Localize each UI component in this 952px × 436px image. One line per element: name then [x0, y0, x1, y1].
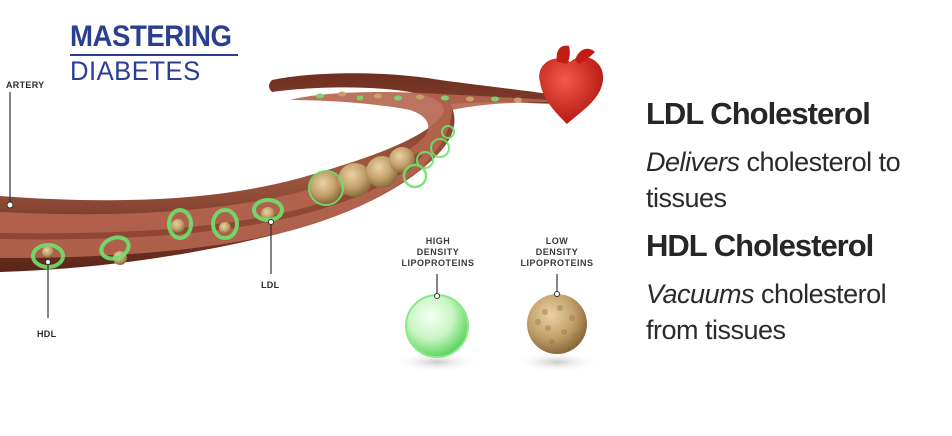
small-particles: [316, 91, 522, 103]
logo-rule: [70, 54, 238, 56]
hdl-sample-label: HIGH DENSITY LIPOPROTEINS: [393, 236, 483, 269]
heart-vessel-2: [575, 48, 595, 64]
ldl-sphere-texture: [535, 305, 578, 345]
ldl-sample-label-line-1: LOW: [545, 236, 569, 246]
hdl-sphere: [405, 294, 469, 358]
logo-line-1: MASTERING: [70, 20, 232, 53]
hdl-description-line-1-rest: cholesterol: [754, 279, 887, 309]
artery-lumen: [0, 92, 548, 258]
hdl-sample-label-line-1: HIGH: [425, 236, 451, 246]
hdl-heading: HDL Cholesterol: [646, 228, 874, 263]
ldl-label: LDL: [261, 280, 280, 290]
hdl-pointer-dot: [45, 259, 51, 265]
hdl-description: Vacuums cholesterol from tissues: [646, 276, 887, 348]
ldl-description-emphasis: Delivers: [646, 147, 740, 177]
artery-pointer-dot: [6, 201, 14, 209]
heart-body: [539, 56, 604, 124]
artery-label: ARTERY: [6, 80, 45, 90]
ldl-description-line-1-rest: cholesterol to: [739, 147, 901, 177]
mastering-diabetes-logo: MASTERING DIABETES: [70, 22, 242, 85]
hdl-sphere-shadow: [395, 352, 479, 372]
ldl-description: Delivers cholesterol to tissues: [646, 144, 901, 216]
heart: [539, 45, 604, 124]
ldl-sphere: [527, 294, 587, 354]
ldl-sphere-shadow: [515, 352, 599, 372]
ldl-heading: LDL Cholesterol: [646, 96, 871, 131]
ldl-sample-label-line-2: DENSITY: [535, 247, 579, 257]
ldl-sample-label-line-3: LIPOPROTEINS: [520, 258, 594, 268]
hdl-description-emphasis: Vacuums: [646, 279, 755, 309]
ldl-sample-label: LOW DENSITY LIPOPROTEINS: [512, 236, 602, 269]
ldl-pointer-dot: [268, 219, 274, 225]
hdl-description-line-2: from tissues: [646, 315, 786, 345]
hdl-label: HDL: [37, 329, 57, 339]
heart-vessel: [556, 45, 570, 64]
hdl-description-line-1: Vacuums cholesterol: [646, 276, 887, 312]
ldl-description-line-1: Delivers cholesterol to: [646, 144, 901, 180]
hdl-sample-label-line-3: LIPOPROTEINS: [401, 258, 475, 268]
ldl-description-line-2: tissues: [646, 183, 727, 213]
logo-line-2: DIABETES: [70, 56, 201, 86]
hdl-sample-label-line-2: DENSITY: [416, 247, 460, 257]
hdl-particles: [31, 125, 455, 269]
hdl-particle-core: [42, 246, 54, 258]
